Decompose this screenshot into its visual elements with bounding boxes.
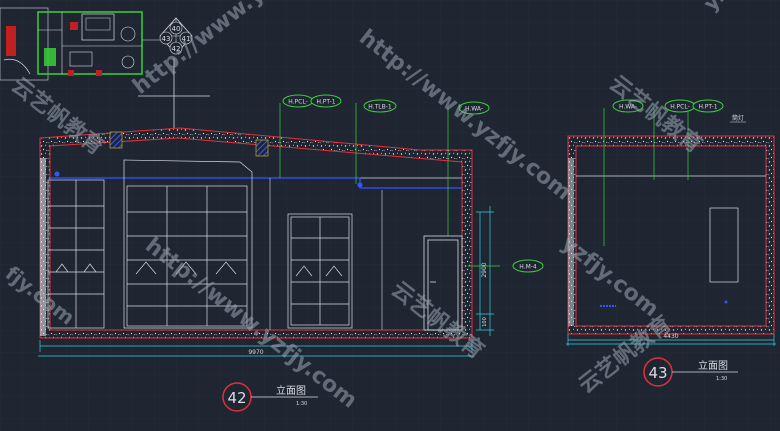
- dim-width-42: 9970: [248, 349, 263, 356]
- dimension-lines-43: [566, 334, 776, 346]
- tag-hwa-43: H.WA-: [612, 99, 644, 113]
- elevation-index-marker: 40 43 41 42: [159, 17, 193, 55]
- title-scale-42: 1:30: [296, 401, 307, 407]
- index-label-43: 43: [162, 35, 171, 43]
- dim-height-a: 2900: [481, 262, 488, 277]
- wall-section-42: [39, 127, 473, 339]
- tag-hpt1-43: H.PT-1: [692, 99, 724, 113]
- svg-text:H.PT-1: H.PT-1: [316, 99, 335, 106]
- cabinet-small: [287, 213, 353, 329]
- tag-hpt1-42: H.PT-1: [310, 94, 342, 108]
- callout-leaders-42: [279, 103, 500, 267]
- vent-hatch-right: [255, 139, 269, 157]
- svg-text:H.WA-: H.WA-: [619, 104, 637, 111]
- elevation-42: 9970 2900 100 H.PCL- H.PT-1 H.TLB-1 H.WA…: [38, 94, 544, 412]
- title-elevation-43: 43 立面图 1:30: [643, 357, 738, 387]
- title-label-43: 立面图: [698, 359, 728, 372]
- index-label-41: 41: [182, 35, 191, 43]
- door: [423, 235, 463, 331]
- title-label-42: 立面图: [276, 384, 306, 397]
- title-number-43: 43: [648, 364, 667, 382]
- svg-text:H.TLB-1: H.TLB-1: [368, 104, 392, 111]
- dim-width-43: 4430: [663, 333, 678, 340]
- index-label-40: 40: [172, 25, 181, 33]
- tag-hm4-42: H.M-4: [512, 259, 544, 273]
- vent-hatch-left: [109, 131, 123, 149]
- tag-htlb1-42: H.TLB-1: [363, 99, 397, 113]
- dim-height-b: 100: [482, 317, 488, 327]
- wardrobe-center: [123, 159, 253, 329]
- svg-text:H.PCL-: H.PCL-: [670, 104, 690, 111]
- elevation-43: H.WA- H.PCL- H.PT-1 筒灯 4430 43 立面图 1:30: [566, 99, 776, 387]
- bookshelf-left: [47, 179, 105, 329]
- floor-plan-key: [0, 7, 160, 81]
- svg-text:H.PCL-: H.PCL-: [288, 99, 308, 106]
- title-number-42: 42: [227, 389, 246, 407]
- tag-hwa-42: H.WA-: [458, 101, 490, 115]
- note-downlight: 筒灯: [732, 114, 744, 122]
- tag-hpcl-42: H.PCL-: [282, 94, 314, 108]
- title-elevation-42: 42 立面图 1:30: [222, 382, 318, 412]
- dimension-lines-42: [38, 206, 494, 357]
- callout-leaders-43: [603, 108, 689, 246]
- svg-text:H.PT-1: H.PT-1: [698, 104, 717, 111]
- svg-text:H.M-4: H.M-4: [519, 264, 537, 271]
- wall-panel-43: [709, 207, 739, 283]
- title-scale-43: 1:30: [716, 376, 727, 382]
- svg-text:H.WA-: H.WA-: [465, 106, 483, 113]
- crosshair: [138, 58, 210, 138]
- index-label-42: 42: [172, 45, 181, 53]
